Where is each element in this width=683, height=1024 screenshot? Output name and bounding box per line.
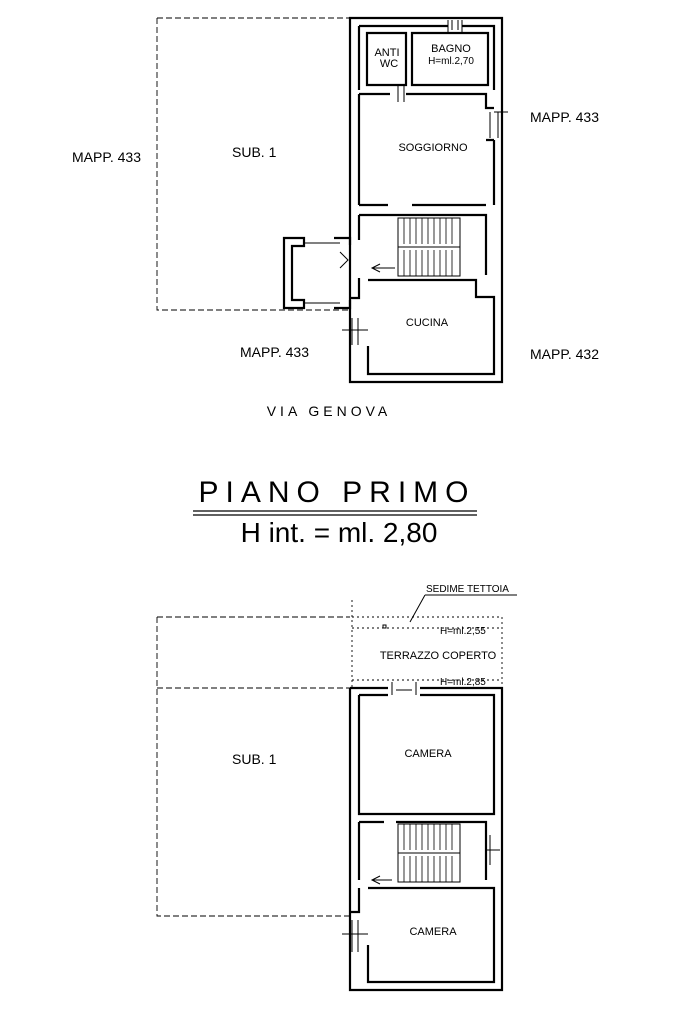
- entrance-porch: [282, 236, 352, 310]
- bathroom-partitions: [365, 20, 490, 102]
- ground-outer-walls: [348, 16, 504, 384]
- cucina-label: CUCINA: [406, 317, 449, 329]
- first-floor-title-block: PIANO PRIMO H int. = ml. 2,80: [193, 476, 477, 548]
- terrace-door: [391, 682, 417, 695]
- mapp-bottom-right-label: MAPP. 432: [530, 346, 599, 362]
- terrazzo-post: [382, 624, 387, 629]
- antiwc-label-2: WC: [380, 58, 398, 70]
- mapp-left-label: MAPP. 433: [72, 149, 141, 165]
- terrace-height-top: H=ml.2,55: [440, 626, 486, 637]
- sedime-leader-line: [409, 594, 517, 623]
- ground-floor-plan: ANTI WC BAGNO H=ml.2,70 SOGGIORNO CUCINA…: [72, 16, 599, 419]
- window-cucina: [342, 318, 368, 345]
- terrazzo-label: TERRAZZO COPERTO: [380, 650, 497, 662]
- bagno-height-label: H=ml.2,70: [428, 56, 474, 67]
- soggiorno-label: SOGGIORNO: [398, 142, 468, 154]
- mapp-bottom-left-label: MAPP. 433: [240, 344, 309, 360]
- mapp-right-top-label: MAPP. 433: [530, 109, 599, 125]
- floor-height-subtitle: H int. = ml. 2,80: [241, 517, 438, 548]
- camera-bottom-label: CAMERA: [409, 926, 457, 938]
- first-floor-plan: SEDIME TETTOIA H=ml.2,55 TERRAZZO COPERT…: [156, 584, 517, 992]
- sub1-ground-label: SUB. 1: [232, 144, 277, 160]
- street-label: VIA GENOVA: [267, 403, 392, 419]
- antiwc-label-1: ANTI: [374, 47, 399, 59]
- first-outer-walls: [348, 686, 504, 992]
- sub1-first-boundary: [156, 616, 350, 917]
- ground-stairs: [370, 217, 461, 277]
- camera-top-label: CAMERA: [404, 748, 452, 760]
- sedime-label: SEDIME TETTOIA: [426, 584, 509, 595]
- window-stairs: [486, 835, 500, 865]
- terrazzo-outline: [351, 600, 503, 688]
- window-camera-bottom: [342, 920, 368, 952]
- sub1-boundary: [156, 17, 350, 311]
- first-stairs: [370, 823, 461, 885]
- window-soggiorno: [489, 111, 508, 138]
- floor-title: PIANO PRIMO: [198, 476, 475, 509]
- bagno-label: BAGNO: [431, 43, 471, 55]
- sub1-first-label: SUB. 1: [232, 751, 277, 767]
- terrace-height-bottom: H=ml.2,85: [440, 677, 486, 688]
